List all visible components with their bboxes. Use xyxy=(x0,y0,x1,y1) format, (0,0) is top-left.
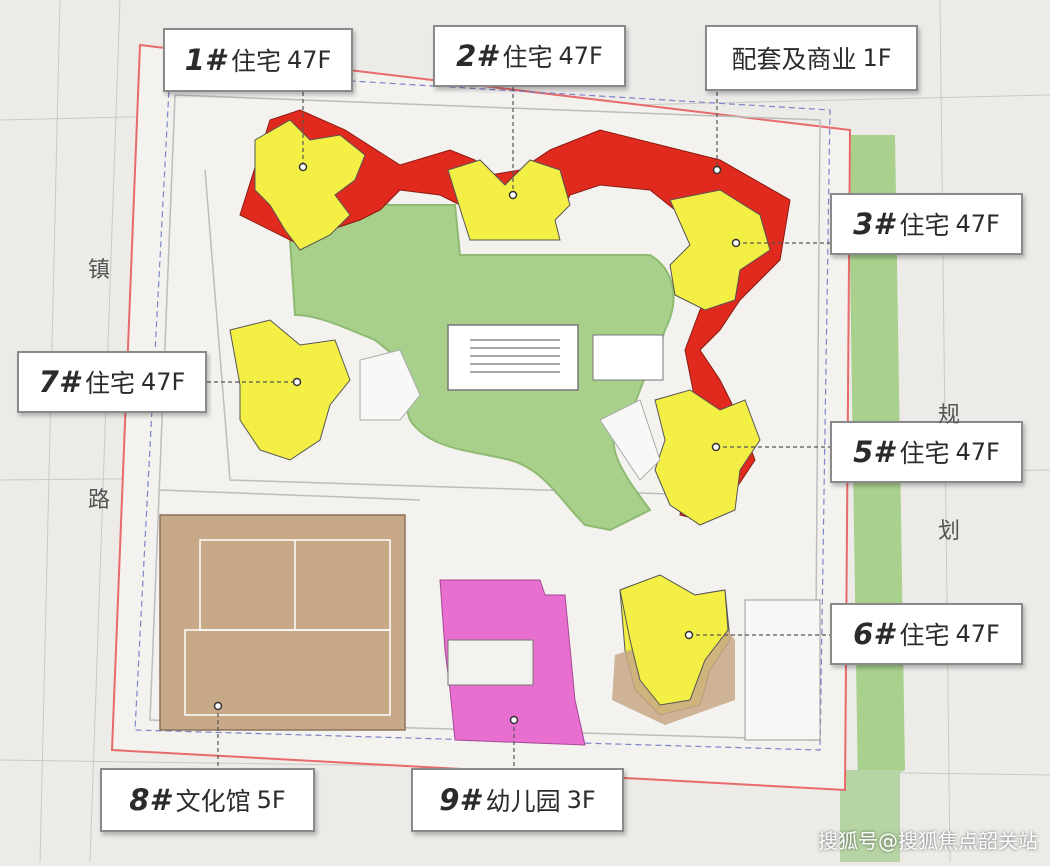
kindergarten-court xyxy=(447,639,534,686)
leader-dots xyxy=(213,162,741,725)
plaza-west xyxy=(359,349,421,421)
central-plaza xyxy=(447,324,579,391)
tower-6-top xyxy=(619,574,729,706)
plaza-pavilion xyxy=(592,334,664,381)
leader-lines xyxy=(207,87,830,768)
parking-block xyxy=(744,599,821,741)
street-char-right-1: 规 xyxy=(938,403,961,428)
green-strip-lower xyxy=(840,770,900,862)
cultural-center-lines xyxy=(184,539,391,716)
cultural-center xyxy=(159,514,406,731)
street-char-right-2: 划 xyxy=(938,519,961,544)
tower-3 xyxy=(669,189,771,311)
plaza-east xyxy=(599,399,661,481)
street-char-left-2: 路 xyxy=(88,488,111,513)
pool-lines xyxy=(470,339,560,373)
tower-7 xyxy=(229,319,351,461)
blue-dashed-line xyxy=(134,69,831,751)
tower-5 xyxy=(654,389,761,526)
street-char-left-1: 镇 xyxy=(88,258,111,283)
tower-1 xyxy=(254,119,366,251)
tower-2 xyxy=(447,159,571,241)
watermark-text: 搜狐号@搜狐焦点韶关站 xyxy=(818,829,1038,853)
